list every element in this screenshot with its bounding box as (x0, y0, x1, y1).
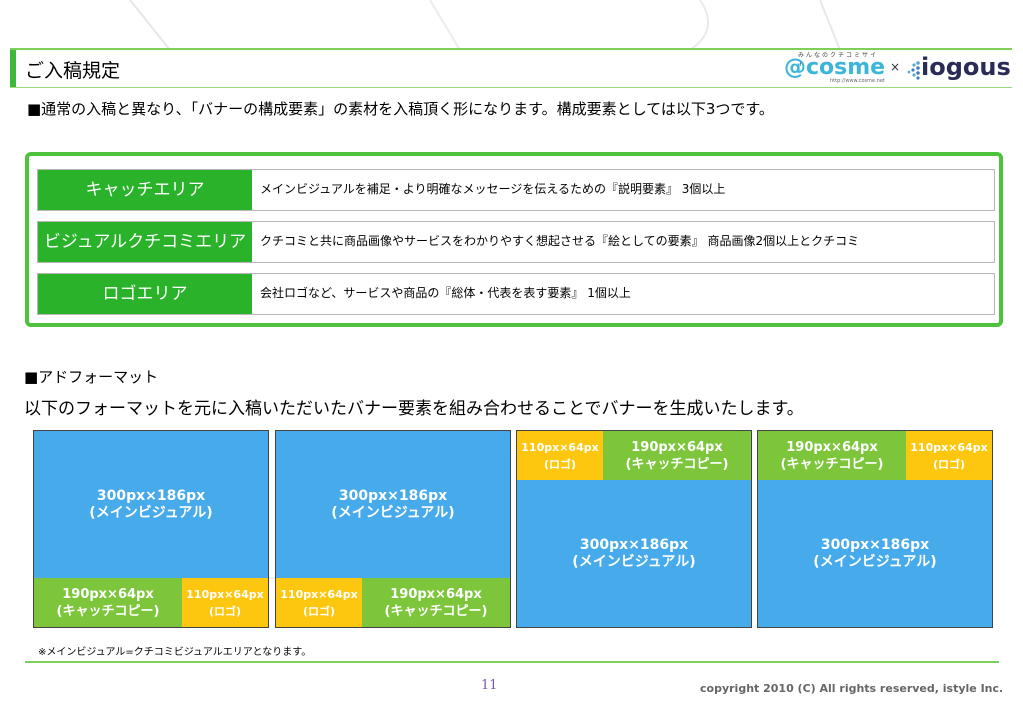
format-desc: 以下のフォーマットを元に入稿いただいたバナー要素を組み合わせることでバナーを生成… (24, 399, 804, 419)
logo-label: (ロゴ) (932, 457, 966, 471)
banner-format-1: 300px×186px (メインビジュアル) 190px×64px (キャッチコ… (33, 430, 269, 628)
catch-size: 190px×64px (62, 586, 154, 602)
logo-size: 110px×64px (521, 440, 599, 454)
element-desc: 会社ロゴなど、サービスや商品の『総体・代表を表す要素』 1個以上 (260, 286, 631, 300)
element-label: キャッチエリア (38, 170, 252, 210)
logo-area: 110px×64px (ロゴ) (182, 578, 268, 627)
logo-size: 110px×64px (910, 440, 988, 454)
copyright: copyright 2010 (C) All rights reserved, … (700, 682, 1004, 695)
decorative-background (129, 0, 841, 50)
cosme-tagline: みんなのクチコミサイト (798, 52, 879, 68)
main-label: (メインビジュアル) (572, 553, 696, 570)
logo-area: 110px×64px (ロゴ) (276, 578, 362, 627)
catch-size: 190px×64px (786, 439, 878, 455)
main-visual-area: 300px×186px (メインビジュアル) (34, 431, 268, 578)
format-heading: ■アドフォーマット (24, 368, 159, 386)
logo-label: (ロゴ) (543, 457, 577, 471)
title-accent (10, 50, 16, 87)
catch-area: 190px×64px (キャッチコピー) (362, 578, 510, 627)
catch-label: (キャッチコピー) (780, 456, 884, 472)
page-number: 11 (481, 678, 498, 693)
logo-label: (ロゴ) (302, 604, 336, 618)
footer-divider (25, 661, 999, 663)
catch-area: 190px×64px (キャッチコピー) (758, 431, 906, 480)
catch-area: 190px×64px (キャッチコピー) (603, 431, 751, 480)
main-size: 300px×186px (338, 487, 448, 504)
iogous-logo: iogous (905, 50, 1015, 84)
element-row-logo: ロゴエリア 会社ロゴなど、サービスや商品の『総体・代表を表す要素』 1個以上 (37, 273, 995, 315)
main-visual-area: 300px×186px (メインビジュアル) (758, 480, 992, 627)
catch-label: (キャッチコピー) (56, 603, 160, 619)
main-visual-area: 300px×186px (メインビジュアル) (276, 431, 510, 578)
banner-format-3: 110px×64px (ロゴ) 190px×64px (キャッチコピー) 300… (516, 430, 752, 628)
main-size: 300px×186px (96, 487, 206, 504)
main-label: (メインビジュアル) (331, 504, 455, 521)
catch-size: 190px×64px (390, 586, 482, 602)
catch-label: (キャッチコピー) (625, 456, 729, 472)
banner-format-4: 190px×64px (キャッチコピー) 110px×64px (ロゴ) 300… (757, 430, 993, 628)
main-size: 300px×186px (820, 536, 930, 553)
elements-frame: キャッチエリア メインビジュアルを補足・より明確なメッセージを伝えるための『説明… (25, 152, 1003, 327)
logo-size: 110px×64px (186, 587, 264, 601)
element-row-visual: ビジュアルクチコミエリア クチコミと共に商品画像やサービスをわかりやすく想起させ… (37, 221, 995, 263)
cosme-url: http://www.cosme.net (830, 78, 885, 84)
main-label: (メインビジュアル) (813, 553, 937, 570)
title-bar: ご入稿規定 (10, 48, 1012, 88)
banner-format-2: 300px×186px (メインビジュアル) 110px×64px (ロゴ) 1… (275, 430, 511, 628)
logo-label: (ロゴ) (208, 604, 242, 618)
element-desc: クチコミと共に商品画像やサービスをわかりやすく想起させる『絵としての要素』 商品… (260, 234, 860, 248)
times-sign: × (890, 60, 901, 74)
catch-size: 190px×64px (631, 439, 723, 455)
main-visual-area: 300px×186px (メインビジュアル) (517, 480, 751, 627)
iogous-mark-icon (907, 61, 920, 80)
element-desc: メインビジュアルを補足・より明確なメッセージを伝えるための『説明要素』 3個以上 (260, 182, 726, 196)
iogous-wordmark: iogous (921, 53, 1011, 81)
logo-size: 110px×64px (280, 587, 358, 601)
logo-area: 110px×64px (ロゴ) (517, 431, 603, 480)
element-label: ロゴエリア (38, 274, 252, 314)
element-row-catch: キャッチエリア メインビジュアルを補足・より明確なメッセージを伝えるための『説明… (37, 169, 995, 211)
element-label: ビジュアルクチコミエリア (38, 222, 252, 262)
intro-text: ■通常の入稿と異なり、「バナーの構成要素」の素材を入稿頂く形になります。構成要素… (27, 100, 774, 118)
main-size: 300px×186px (579, 536, 689, 553)
cosme-logo: みんなのクチコミサイト @cosme http://www.cosme.net (784, 50, 886, 84)
footnote: ※メインビジュアル=クチコミビジュアルエリアとなります。 (38, 647, 312, 658)
main-label: (メインビジュアル) (89, 504, 213, 521)
catch-label: (キャッチコピー) (384, 603, 488, 619)
catch-area: 190px×64px (キャッチコピー) (34, 578, 182, 627)
page-title: ご入稿規定 (25, 60, 121, 82)
logo-area: 110px×64px (ロゴ) (906, 431, 992, 480)
cosme-wordmark: @cosme (784, 55, 886, 80)
